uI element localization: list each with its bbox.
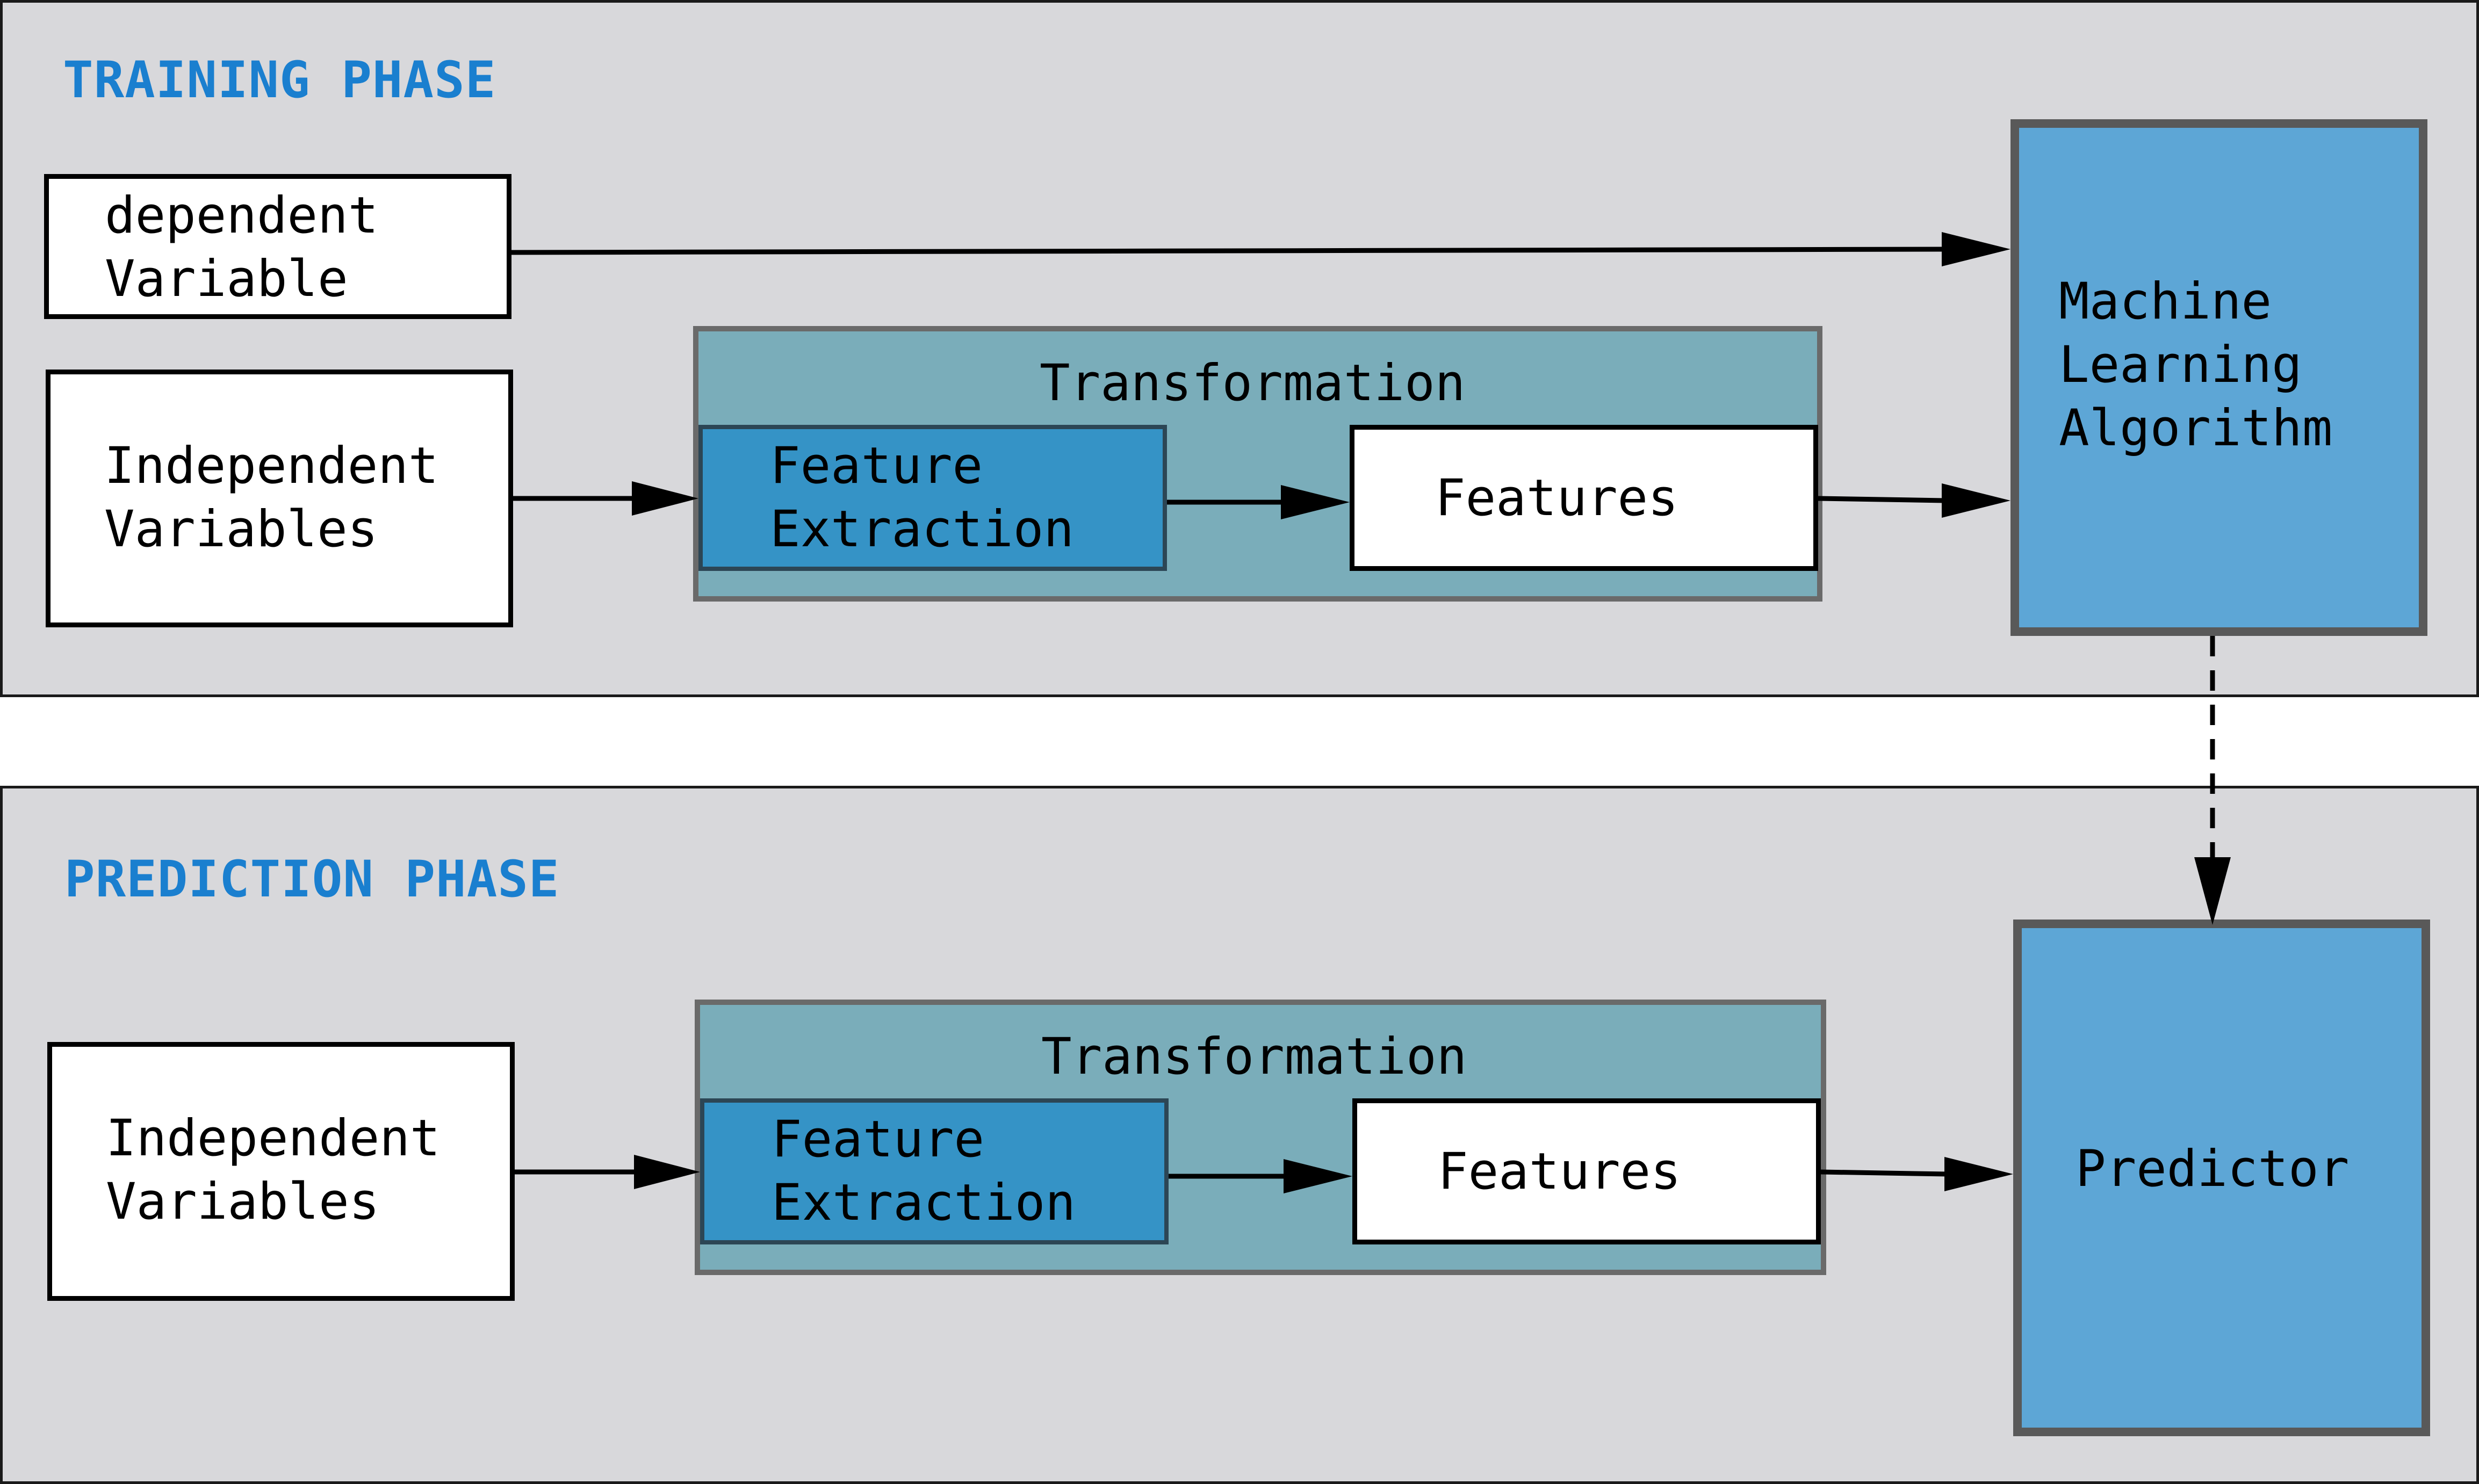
training-independent-variables-box: Independent Variables [46, 370, 513, 627]
machine-learning-algorithm-box: Machine Learning Algorithm [2010, 119, 2427, 636]
prediction-transformation-label: Transformation [1041, 1027, 1467, 1086]
training-transformation-label: Transformation [1040, 354, 1466, 412]
prediction-phase-title: PREDICTION PHASE [64, 850, 560, 909]
training-independent-variables-label: Independent Variables [104, 437, 439, 559]
predictor-label: Predictor [2076, 1140, 2350, 1198]
training-features-label: Features [1435, 469, 1678, 527]
dependent-variable-box: dependent Variable [44, 174, 511, 319]
prediction-features-box: Features [1352, 1098, 1821, 1244]
training-feature-extraction-box: Feature Extraction [698, 425, 1167, 571]
prediction-features-label: Features [1438, 1142, 1681, 1201]
machine-learning-algorithm-label: Machine Learning Algorithm [2059, 272, 2333, 458]
prediction-independent-variables-box: Independent Variables [47, 1042, 515, 1301]
predictor-box: Predictor [2013, 920, 2430, 1436]
prediction-independent-variables-label: Independent Variables [106, 1109, 441, 1231]
prediction-feature-extraction-label: Feature Extraction [772, 1110, 1076, 1232]
training-features-box: Features [1350, 425, 1818, 571]
prediction-feature-extraction-box: Feature Extraction [700, 1098, 1169, 1244]
training-feature-extraction-label: Feature Extraction [770, 437, 1074, 559]
training-phase-title: TRAINING PHASE [63, 51, 496, 110]
dependent-variable-label: dependent Variable [105, 186, 379, 308]
